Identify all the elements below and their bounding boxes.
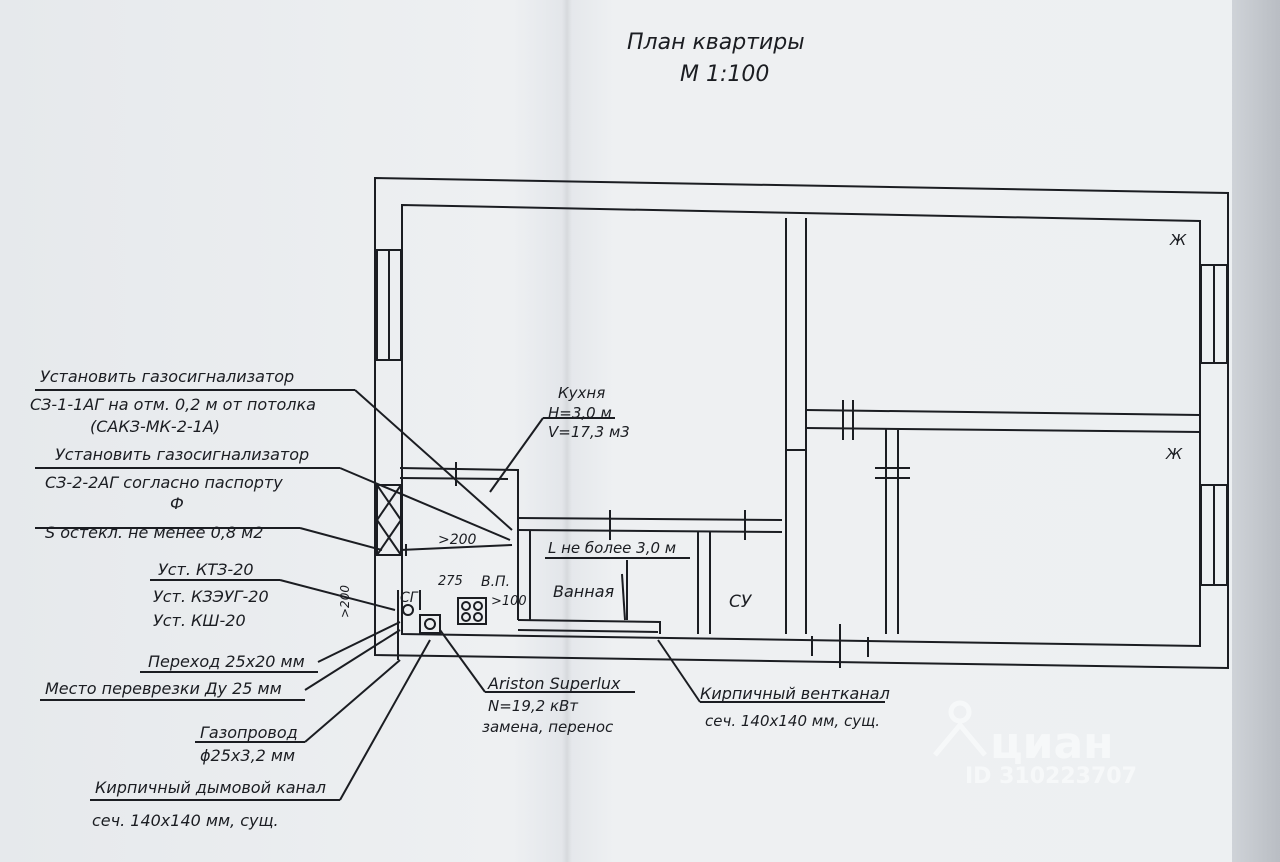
wc-wall xyxy=(697,532,711,634)
note-boiler-line3: замена, перенос xyxy=(482,718,614,736)
leader-n3 xyxy=(299,527,383,551)
dim-200 xyxy=(399,544,513,551)
partition-right-lower xyxy=(885,428,899,634)
note-gas-detector-1-line2: СЗ-1-1АГ на отм. 0,2 м от потолка xyxy=(30,395,316,414)
vent-duct xyxy=(517,619,661,634)
note-gas-detector-2-line2: СЗ-2-2АГ согласно паспорту xyxy=(45,473,283,492)
kitchen-volume: V=17,3 м3 xyxy=(548,423,630,441)
boiler xyxy=(419,614,441,634)
living-room-1-mark: Ж xyxy=(1170,231,1187,249)
bath-left-wall xyxy=(517,530,531,620)
paper-edge xyxy=(1232,0,1280,862)
leader-n1 xyxy=(354,389,513,531)
leader-n5 xyxy=(317,621,401,663)
stove xyxy=(457,597,487,625)
note-valve-1: Уст. КТЗ-20 xyxy=(158,560,254,579)
leader-n10 xyxy=(657,639,701,703)
note-gas-detector-1-line3: (САКЗ-МК-2-1А) xyxy=(90,417,221,436)
partition-right xyxy=(805,409,1201,433)
leader-vent xyxy=(621,573,626,621)
leader-kitchen xyxy=(489,417,544,493)
leader-n4 xyxy=(279,579,396,611)
dim-label-275: 275 xyxy=(438,574,463,589)
partition-middle xyxy=(785,218,807,634)
living-room-2-mark: Ж xyxy=(1166,445,1183,463)
vent-length-label: L не более 3,0 м xyxy=(548,539,677,557)
leader-n6 xyxy=(304,629,401,691)
note-gas-pipe-line2: ϕ25х3,2 мм xyxy=(200,746,296,765)
note-boiler-line2: N=19,2 кВт xyxy=(488,697,579,715)
leader-n8 xyxy=(339,639,431,801)
leader-n9 xyxy=(439,629,486,693)
bath-top-wall xyxy=(517,517,783,533)
note-gas-detector-1-line1: Установить газосигнализатор xyxy=(40,367,295,386)
dim-label-100: >100 xyxy=(491,594,527,609)
note-boiler-line1: Ariston Superlux xyxy=(488,674,621,693)
dim-label-200-vertical: >200 xyxy=(338,585,352,618)
bath-label: Ванная xyxy=(553,582,615,601)
kitchen-height: H=3,0 м xyxy=(548,404,612,422)
wc-label: СУ xyxy=(729,592,752,612)
note-gas-detector-2-line1: Установить газосигнализатор xyxy=(55,445,310,464)
note-chimney-line2: сеч. 140х140 мм, сущ. xyxy=(92,811,279,830)
note-gas-detector-2-line3: Ф xyxy=(170,494,184,513)
inner-wall-outline xyxy=(401,203,1201,648)
plan-scale: М 1:100 xyxy=(680,62,770,87)
note-valve-2: Уст. КЗЭУГ-20 xyxy=(153,587,269,606)
watermark-brand: циан xyxy=(990,718,1114,769)
leader-n7 xyxy=(304,659,401,743)
note-vent-line1: Кирпичный вентканал xyxy=(700,684,890,703)
note-transition: Переход 25х20 мм xyxy=(148,652,305,671)
plan-title: План квартиры xyxy=(627,30,805,55)
vp-label: В.П. xyxy=(481,574,511,590)
note-gas-pipe-line1: Газопровод xyxy=(200,723,298,742)
note-vent-line2: сеч. 140х140 мм, сущ. xyxy=(705,712,880,730)
paper-fold xyxy=(562,0,572,862)
note-valve-3: Уст. КШ-20 xyxy=(153,611,246,630)
dim-label-200: >200 xyxy=(438,532,477,548)
note-glazing: S остекл. не менее 0,8 м2 xyxy=(45,523,264,542)
leader-n2 xyxy=(339,467,511,541)
watermark-id: ID 310223707 xyxy=(965,764,1137,789)
kitchen-label: Кухня xyxy=(558,384,606,402)
note-tie-in: Место переврезки Ду 25 мм xyxy=(45,679,282,698)
gas-meter-label: СГ xyxy=(400,590,418,606)
window-left-kitchen xyxy=(376,484,402,556)
note-chimney-line1: Кирпичный дымовой канал xyxy=(95,778,327,797)
outer-wall-outline xyxy=(374,176,1229,670)
